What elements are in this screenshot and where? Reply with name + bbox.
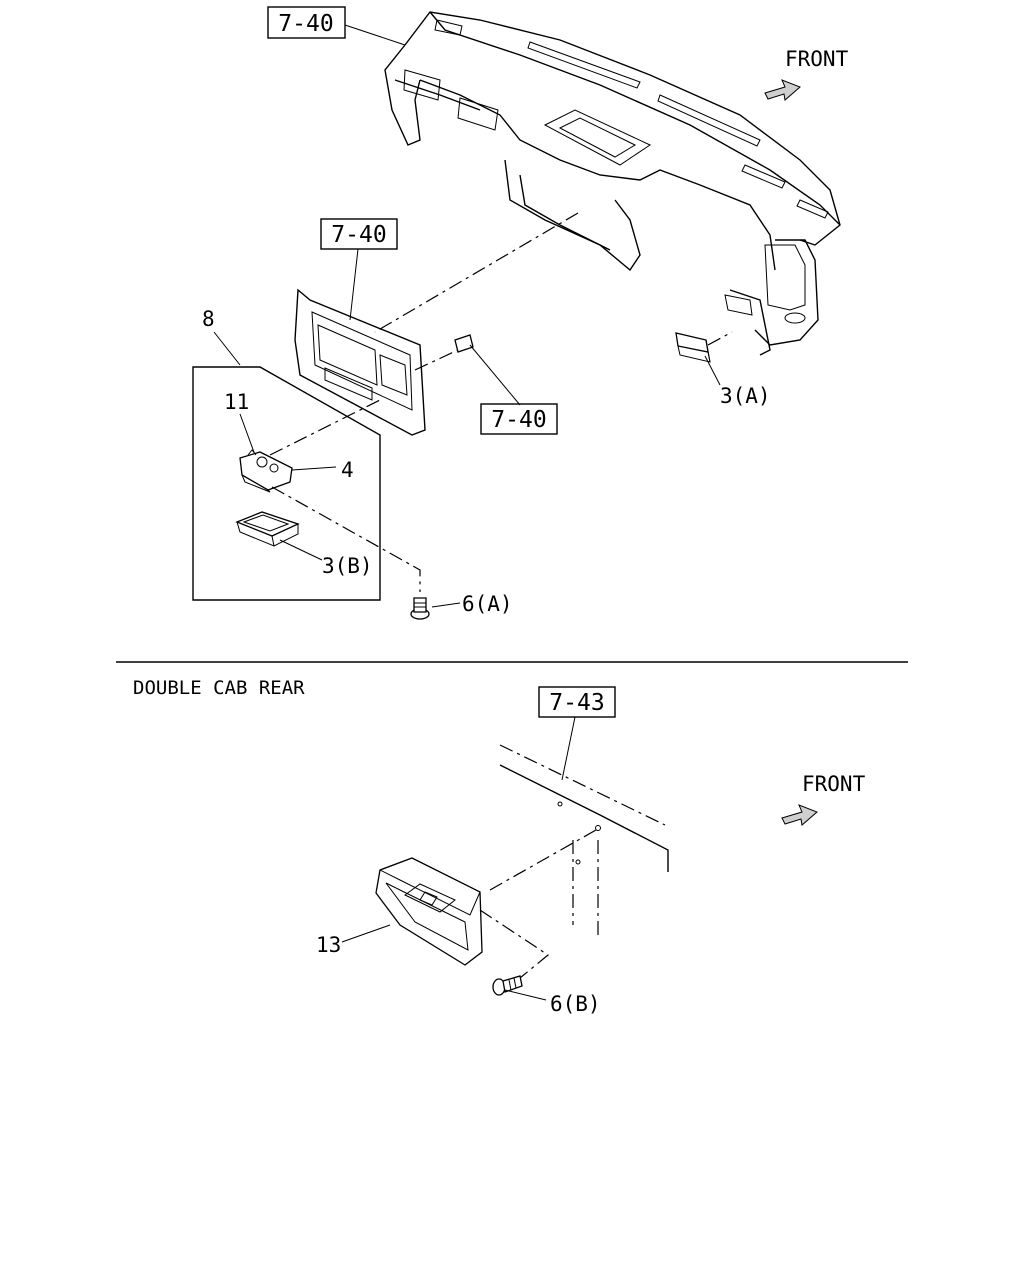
- ref-box-dash-panel: 7-40: [267, 6, 346, 39]
- instrument-panel: [384, 11, 841, 356]
- ref-roof-text: 7-43: [549, 690, 604, 716]
- ref-box-center-cluster: 7-40: [320, 218, 398, 250]
- leader-socket: [291, 466, 337, 471]
- lens-b-part: [235, 511, 300, 547]
- roof-panel: [499, 744, 669, 935]
- link-line-lamp: [489, 829, 597, 891]
- link-line-screw-b: [479, 909, 550, 979]
- leader-screw-b: [504, 989, 547, 1001]
- front-arrow-bottom-icon: [781, 804, 818, 826]
- clip-part: [454, 334, 474, 353]
- front-label-bottom: FRONT: [802, 772, 866, 796]
- link-line-screw-a: [271, 486, 421, 592]
- ref-box-clip: 7-40: [480, 403, 558, 435]
- leader-lens-b: [279, 539, 323, 561]
- callout-bulb: 11: [224, 390, 249, 414]
- section-title: DOUBLE CAB REAR: [133, 677, 305, 699]
- screw-b-part: [492, 975, 523, 996]
- callout-room-lamp: 13: [316, 933, 341, 957]
- leader-dash-panel: [344, 24, 406, 46]
- leader-room-lamp: [341, 924, 391, 943]
- center-cluster-bezel: [294, 288, 426, 436]
- callout-socket: 4: [341, 458, 354, 482]
- front-label-top: FRONT: [785, 47, 849, 71]
- callout-screw-a: 6(A): [462, 592, 513, 616]
- link-line-clip: [414, 349, 459, 371]
- leader-roof: [561, 716, 576, 781]
- screw-a-part: [410, 597, 430, 620]
- front-arrow-top-icon: [764, 79, 801, 101]
- leader-assembly: [213, 331, 241, 366]
- socket-part: [239, 449, 293, 493]
- ref-center-cluster-text: 7-40: [331, 222, 386, 248]
- leader-screw-a: [431, 602, 461, 608]
- lens-a-part: [675, 332, 711, 363]
- callout-lens-a: 3(A): [720, 384, 771, 408]
- callout-lens-b: 3(B): [322, 554, 373, 578]
- callout-assembly: 8: [202, 307, 215, 331]
- callout-screw-b: 6(B): [550, 992, 601, 1016]
- leader-lens-a: [704, 355, 721, 386]
- ref-dash-panel-text: 7-40: [278, 11, 333, 37]
- double-cab-rear-view: DOUBLE CAB REAR 7-43 FRONT: [133, 677, 866, 1016]
- leader-clip: [469, 344, 521, 406]
- ref-clip-text: 7-40: [491, 407, 546, 433]
- leader-center-cluster: [349, 248, 359, 321]
- assembly-bracket: [192, 366, 381, 601]
- ref-box-roof: 7-43: [538, 686, 616, 718]
- link-line-socket: [269, 399, 381, 456]
- link-line-lens-a: [707, 331, 733, 346]
- room-lamp-part: [375, 857, 483, 966]
- link-line-panel: [374, 212, 579, 333]
- leader-bulb: [239, 413, 256, 456]
- dashboard-assembly-view: 7-40: [192, 6, 849, 620]
